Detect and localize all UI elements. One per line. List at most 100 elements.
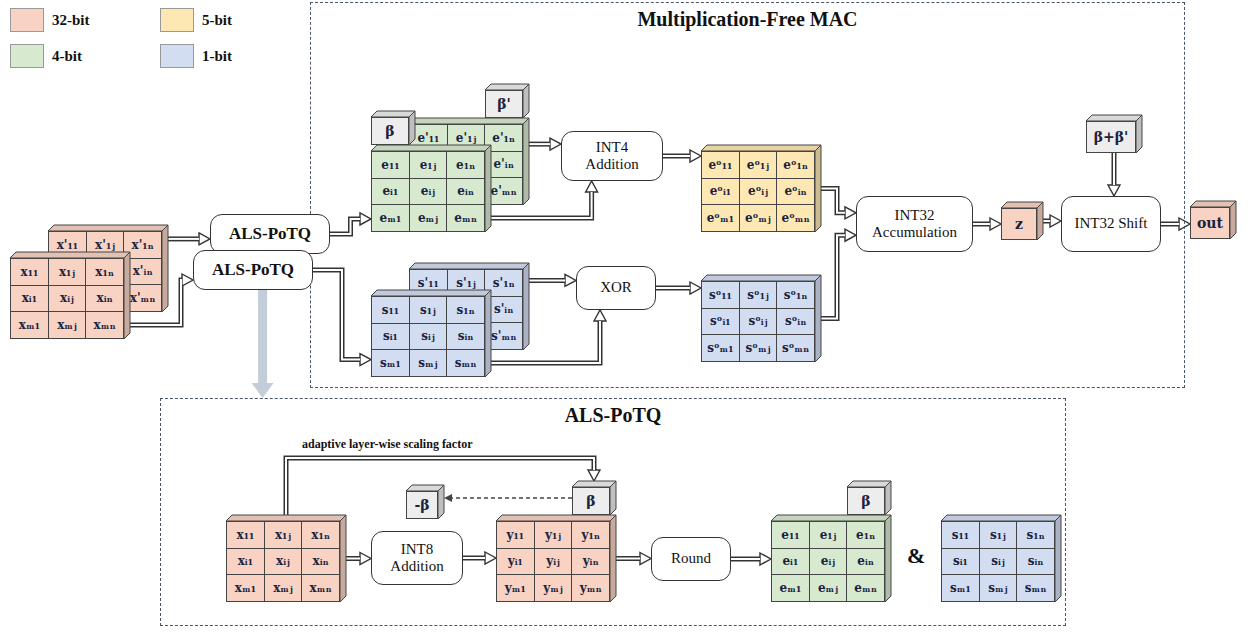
- matrix-cell: sᵢₙ: [1017, 549, 1054, 575]
- matrix-cell: yₘⱼ: [535, 575, 572, 601]
- matrix-cell-label: sₘⱼ: [988, 581, 1007, 595]
- top-face: [771, 515, 891, 521]
- arrow-connector: [973, 224, 990, 225]
- matrix-cell-label: x₁ⱼ: [59, 265, 75, 279]
- arrow-connector: [463, 558, 485, 559]
- matrix-cell-label: xᵢ₁: [238, 554, 253, 568]
- side-face: [409, 111, 415, 145]
- dashed-region: Multiplication-Free MACβ'e'₁₁e'₁ⱼe'₁ₙe'ᵢ…: [310, 2, 1185, 388]
- scalar-label: β: [861, 493, 870, 509]
- connector-inner: [463, 557, 485, 559]
- legend-swatch: [160, 44, 194, 68]
- matrix-cell-label: eᵢ₁: [382, 184, 398, 198]
- connector-inner: [616, 558, 640, 560]
- matrix-cell: y₁₁: [497, 522, 534, 548]
- arrow-connector: [731, 559, 760, 560]
- operation-label: XOR: [600, 279, 632, 296]
- connector-inner: [168, 238, 199, 240]
- side-face: [610, 515, 616, 602]
- region-title: ALS-PoTQ: [161, 404, 1065, 427]
- matrix-block: s₁₁s₁ⱼs₁ₙsᵢ₁sᵢⱼsᵢₙsₘ₁sₘⱼsₘₙ: [941, 521, 1055, 602]
- operation-box: ALS-PoTQ: [193, 250, 313, 290]
- matrix-cell-label: sᵒ₁ₙ: [784, 288, 808, 302]
- connector-line: [330, 219, 360, 234]
- matrix-cell-label: eᵢⱼ: [821, 554, 835, 568]
- side-face: [885, 515, 891, 602]
- arrow-connector: [821, 189, 845, 213]
- matrix-block: eᵒ₁₁eᵒ₁ⱼeᵒ₁ₙeᵒᵢ₁eᵒᵢⱼeᵒᵢₙeᵒₘ₁eᵒₘⱼeᵒₘₙ: [701, 151, 815, 232]
- side-face: [124, 252, 130, 339]
- matrix-cell-label: sᵢ₁: [383, 329, 398, 343]
- matrix-cell: y₁ₙ: [572, 522, 609, 548]
- top-face: [496, 515, 616, 521]
- matrix-cell-label: eᵒₘₙ: [782, 211, 810, 225]
- scalar-label: β: [385, 123, 394, 139]
- matrix-cell-label: sᵢ₁: [953, 554, 968, 568]
- matrix-cell-label: e₁ₙ: [456, 158, 475, 172]
- matrix-cell: e₁ₙ: [847, 522, 884, 548]
- arrow-connector: [330, 219, 360, 234]
- connector-inner: [821, 235, 845, 318]
- matrix-cell: eᵒ₁₁: [702, 152, 739, 178]
- matrix-cell: eᵢ₁: [772, 549, 809, 575]
- side-face: [523, 84, 529, 118]
- side-face: [523, 118, 529, 205]
- matrix-cell-label: x'ₘₙ: [130, 291, 156, 305]
- matrix-cell: xₘₙ: [302, 575, 339, 601]
- connector-inner: [663, 155, 690, 157]
- top-face: [485, 84, 529, 90]
- matrix-cell: x₁ₙ: [86, 259, 123, 285]
- side-face: [485, 290, 491, 377]
- connector-line: [821, 235, 845, 318]
- arrow-connector: [313, 270, 360, 360]
- matrix-cell-label: e'₁₁: [417, 131, 439, 145]
- connector-inner: [973, 223, 990, 225]
- region-title: Multiplication-Free MAC: [311, 8, 1184, 31]
- matrix-cell: x₁₁: [11, 259, 48, 285]
- matrix-cell: xᵢ₁: [11, 286, 48, 312]
- legend-entry: 4-bit: [10, 44, 82, 68]
- matrix-cell: sₘⱼ: [410, 350, 447, 376]
- connector-inner: [1113, 153, 1115, 185]
- matrix-cell-label: x'ᵢₙ: [133, 264, 153, 278]
- arrow-connector: [529, 280, 565, 281]
- matrix-cell-label: eₘₙ: [854, 581, 877, 595]
- scalar-label: β+β': [1094, 129, 1129, 145]
- connector-line: [616, 556, 640, 561]
- operation-label: ALS-PoTQ: [229, 224, 311, 244]
- connector-line: [656, 286, 690, 291]
- matrix-cell-label: sₘ₁: [380, 356, 401, 370]
- matrix-cell: eₘ₁: [372, 205, 409, 231]
- matrix-cell-label: xᵢₙ: [313, 554, 329, 568]
- matrix-cell: xᵢⱼ: [49, 286, 86, 312]
- matrix-cell: yₘₙ: [572, 575, 609, 601]
- matrix-cell-label: eᵒ₁ⱼ: [747, 158, 769, 172]
- matrix-cell-label: sᵢₙ: [458, 329, 474, 343]
- matrix-cell: xₘⱼ: [49, 312, 86, 338]
- matrix-cell-label: yᵢₙ: [583, 554, 599, 568]
- matrix-cell: sᵒₘₙ: [777, 335, 814, 361]
- matrix-cell-label: x₁ₙ: [311, 528, 330, 542]
- top-face: [48, 225, 168, 231]
- matrix-cell-label: s'ᵢₙ: [494, 302, 514, 316]
- matrix-cell: eᵢₙ: [447, 179, 484, 205]
- matrix-cell: x₁ⱼ: [265, 522, 302, 548]
- matrix-cell: xᵢⱼ: [265, 549, 302, 575]
- top-face: [941, 515, 1061, 521]
- matrix-cell-label: eᵒₘⱼ: [745, 211, 771, 225]
- side-face: [340, 515, 346, 602]
- matrix-cell-label: y₁ⱼ: [545, 528, 561, 542]
- matrix-cell-label: eᵢ₁: [782, 554, 798, 568]
- arrow-connector: [821, 235, 845, 318]
- matrix-cell-label: sᵒ₁ⱼ: [747, 288, 768, 302]
- matrix-cell-label: x'₁ⱼ: [95, 238, 115, 252]
- scalar-cube: β: [572, 487, 610, 515]
- connector-line: [346, 556, 360, 561]
- matrix-cell: sₘⱼ: [980, 575, 1017, 601]
- matrix-cell: s₁ⱼ: [980, 522, 1017, 548]
- matrix-cell: sₘ₁: [372, 350, 409, 376]
- matrix-cell: x₁₁: [227, 522, 264, 548]
- legend-label: 32-bit: [52, 12, 90, 29]
- matrix-block: s₁₁s₁ⱼs₁ₙsᵢ₁sᵢⱼsᵢₙsₘ₁sₘⱼsₘₙ: [371, 296, 485, 377]
